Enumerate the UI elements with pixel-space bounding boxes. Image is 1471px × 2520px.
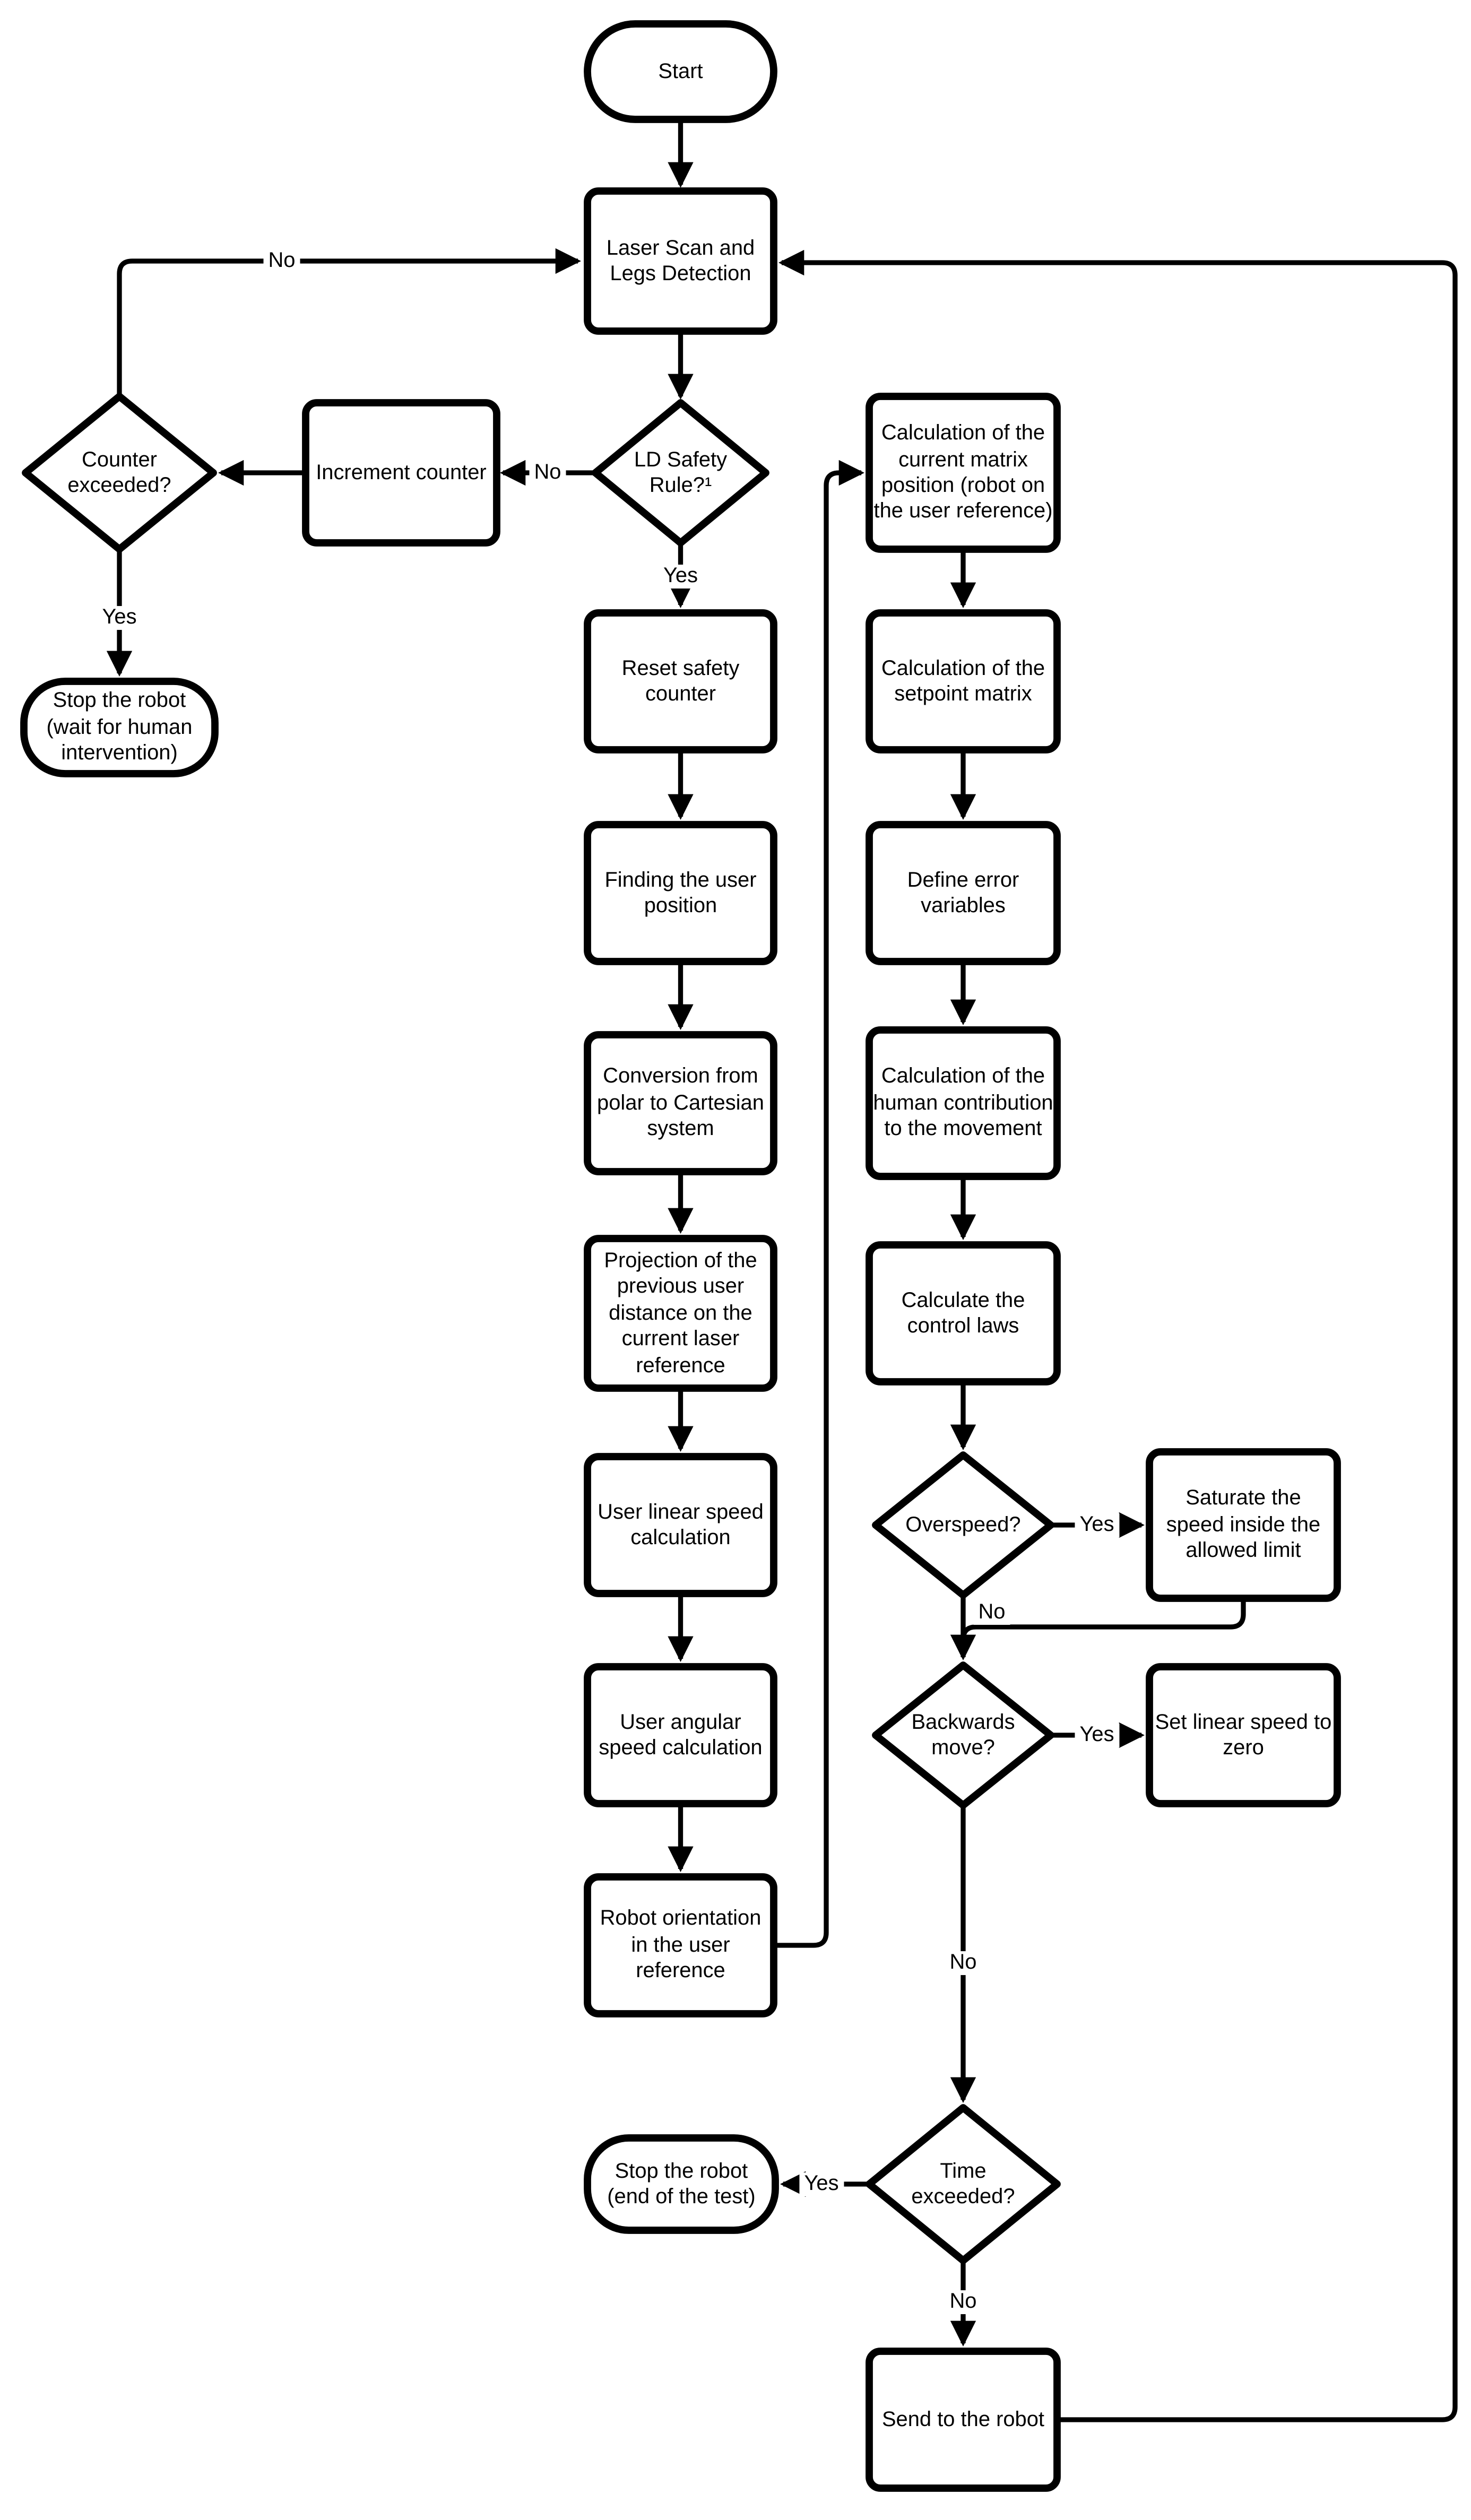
robot-orientation-shape bbox=[584, 1873, 777, 2017]
calc-human-shape bbox=[866, 1026, 1061, 1180]
laser-scan-shape bbox=[584, 187, 777, 335]
ld-safety-diamond-shape bbox=[592, 399, 769, 547]
backwards-diamond-shape bbox=[872, 1661, 1054, 1809]
set-linear-zero-shape bbox=[1146, 1663, 1341, 1807]
calc-current-matrix-shape bbox=[866, 393, 1061, 553]
reset-counter-shape bbox=[584, 609, 777, 754]
overspeed-diamond-shape bbox=[872, 1451, 1054, 1599]
start-terminator-shape bbox=[584, 20, 777, 123]
stop-end-terminator-shape bbox=[584, 2134, 779, 2234]
time-exceeded-diamond-shape bbox=[866, 2104, 1061, 2264]
projection-shape bbox=[584, 1235, 777, 1392]
edge-saturate-merge bbox=[961, 1598, 1246, 1640]
calc-setpoint-shape bbox=[866, 609, 1061, 754]
define-error-shape bbox=[866, 821, 1061, 965]
edge-robotorientation-calccurrent bbox=[774, 460, 865, 1948]
edge-send-laser-loop bbox=[778, 249, 1458, 2422]
saturate-shape bbox=[1146, 1448, 1341, 1602]
increment-counter-shape bbox=[302, 399, 500, 547]
user-linear-shape bbox=[584, 1453, 777, 1597]
calc-control-shape bbox=[866, 1241, 1061, 1385]
conversion-shape bbox=[584, 1031, 777, 1175]
user-angular-shape bbox=[584, 1663, 777, 1807]
finding-user-shape bbox=[584, 821, 777, 965]
edge-counter-laser-no bbox=[117, 248, 582, 396]
send-robot-shape bbox=[866, 2348, 1061, 2492]
counter-exceeded-diamond-shape bbox=[22, 393, 217, 553]
stop-wait-terminator-shape bbox=[20, 678, 219, 777]
